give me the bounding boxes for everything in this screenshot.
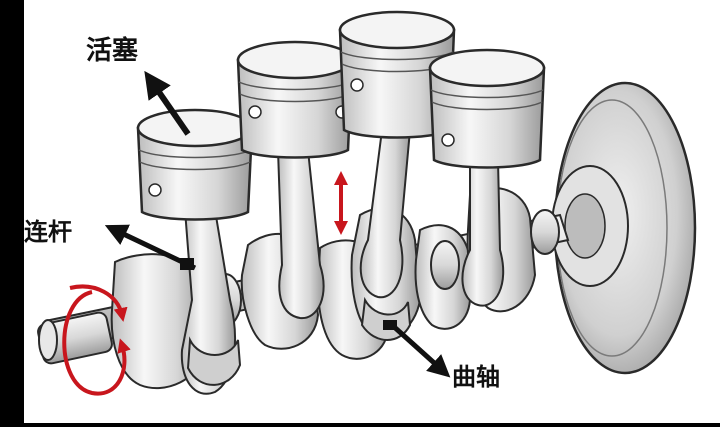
piston [136,108,254,221]
pointer-arrow-icon [144,70,191,136]
rotation-arrow-icon [62,284,131,396]
pointer-arrow-icon [390,323,451,378]
label-piston: 活塞 [86,35,138,66]
connecting-rod [276,149,325,320]
connecting-rod [359,129,412,299]
piston [428,48,546,169]
connecting-rods [180,129,505,395]
connecting-rod [461,159,505,307]
piston [236,40,354,159]
label-crankshaft: 曲轴 [452,363,500,391]
label-connecting-rod: 连杆 [24,218,72,246]
flywheel [551,81,697,375]
piston [338,10,456,139]
pistons [136,10,546,221]
